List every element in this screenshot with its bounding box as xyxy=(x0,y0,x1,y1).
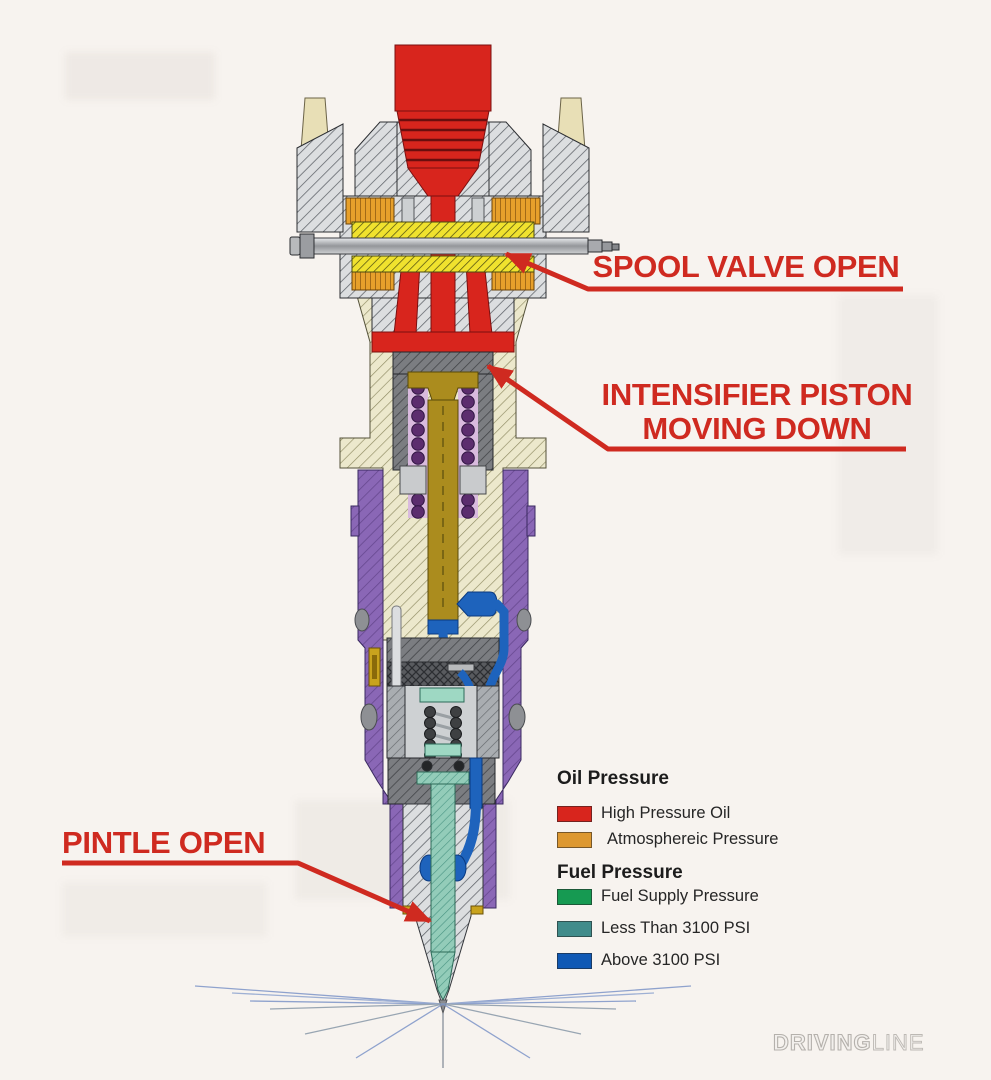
intensifier-piston-arrow xyxy=(486,363,906,452)
plunger xyxy=(407,371,479,621)
legend-item-label: High Pressure Oil xyxy=(601,804,731,822)
oil-pressure-legend-title: Oil Pressure xyxy=(557,768,669,789)
legend-item-label: Above 3100 PSI xyxy=(601,951,721,969)
injector-body-lower xyxy=(350,469,536,909)
spool-valve-arrow xyxy=(504,251,903,292)
high-pressure-oil-inlet xyxy=(371,44,515,353)
legend-item-label: Fuel Supply Pressure xyxy=(601,887,759,905)
alignment-pin xyxy=(368,605,402,711)
watermark-part2: LINE xyxy=(871,1030,925,1056)
pintle-arrow xyxy=(62,860,432,924)
intensifier-piston-label-line2: MOVING DOWN xyxy=(642,411,872,446)
pintle-open-label: PINTLE OPEN xyxy=(62,825,266,860)
high-pressure-oil-swatch xyxy=(557,805,592,822)
legend-item-label: Less Than 3100 PSI xyxy=(601,919,751,937)
intensifier-piston-label: INTENSIFIER PISTON MOVING DOWN xyxy=(600,378,914,446)
legend-item-fuel-supply-pressure: Fuel Supply Pressure xyxy=(557,887,759,906)
spacer-plates xyxy=(386,637,500,687)
mounting-flange xyxy=(296,97,590,233)
legend-item-high-pressure-oil: High Pressure Oil xyxy=(557,804,730,823)
legend-item-atmospheric-pressure: Atmosphereic Pressure xyxy=(557,830,779,849)
watermark-part1: DRIVING xyxy=(772,1029,872,1055)
above-3100-psi-swatch xyxy=(557,952,592,969)
pressure-legend: Oil Pressure High Pressure Oil Atmospher… xyxy=(557,766,847,981)
legend-item-above-3100-psi: Above 3100 PSI xyxy=(557,951,720,970)
spool-valve-assembly xyxy=(289,221,620,273)
atmospheric-pressure-swatch xyxy=(557,831,592,848)
spool-valve-label: SPOOL VALVE OPEN xyxy=(592,249,900,284)
pintle-needle xyxy=(416,771,470,1015)
less-than-3100-psi-swatch xyxy=(557,920,592,937)
fuel-supply-pressure-swatch xyxy=(557,888,592,905)
fuel-pressure-legend-title: Fuel Pressure xyxy=(557,862,683,883)
legend-item-label: Atmosphereic Pressure xyxy=(607,830,779,848)
intensifier-piston-label-line1: INTENSIFIER PISTON xyxy=(601,377,913,412)
legend-item-less-than-3100-psi: Less Than 3100 PSI xyxy=(557,919,750,938)
drivingline-watermark: DRIVINGLINE xyxy=(772,1029,973,1056)
spray-pattern xyxy=(194,985,692,1068)
